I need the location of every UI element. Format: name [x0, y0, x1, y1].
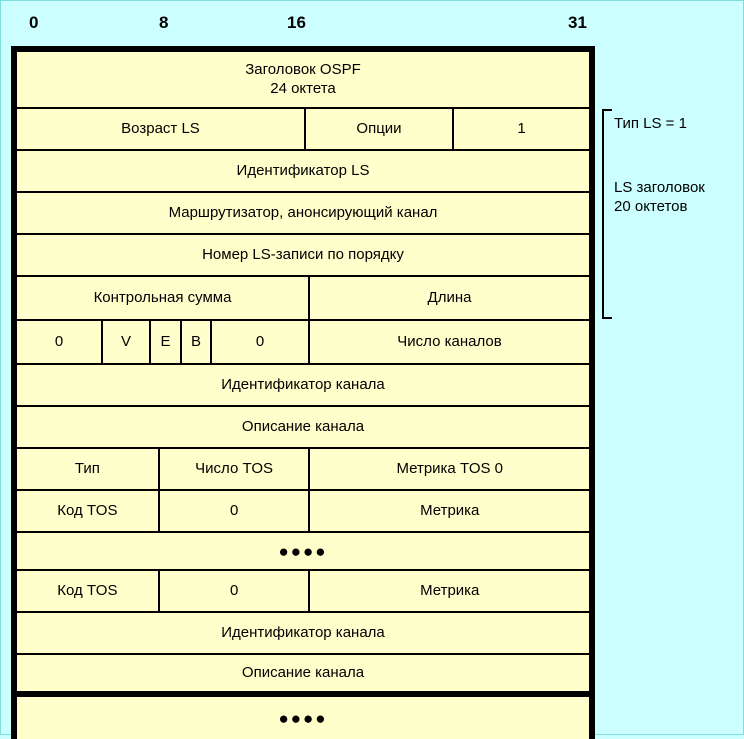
row-link-data-2: Описание канала	[17, 655, 589, 697]
field-metric-2: Метрика	[308, 571, 589, 611]
field-link-data-2: Описание канала	[17, 655, 589, 691]
field-reserved-low: 0	[210, 321, 308, 363]
field-flag-e: E	[149, 321, 180, 363]
field-flag-v: V	[101, 321, 149, 363]
field-link-data-1: Описание канала	[17, 407, 589, 447]
row-ellipsis-2: ●●●●	[17, 697, 589, 739]
row-link-id-2: Идентификатор канала	[17, 613, 589, 655]
ellipsis-icon-2: ●●●●	[17, 697, 589, 739]
row-link-data-1: Описание канала	[17, 407, 589, 449]
annotation-ls-type: Тип LS = 1	[614, 115, 687, 132]
row-ls-id: Идентификатор LS	[17, 151, 589, 193]
ellipsis-icon: ●●●●	[17, 533, 589, 569]
field-tos-pad-2: 0	[157, 571, 309, 611]
field-ls-id: Идентификатор LS	[17, 151, 589, 191]
field-metric-1: Метрика	[308, 491, 589, 531]
bit-ruler: 0 8 16 31	[11, 11, 595, 41]
row-checksum-length: Контрольная сумма Длина	[17, 277, 589, 321]
field-tos-count: Число TOS	[157, 449, 309, 489]
field-link-id-2: Идентификатор канала	[17, 613, 589, 653]
row-link-id-1: Идентификатор канала	[17, 365, 589, 407]
row-tos-code-metric-2: Код TOS 0 Метрика	[17, 571, 589, 613]
row-ls-sequence-number: Номер LS-записи по порядку	[17, 235, 589, 277]
field-advertising-router: Маршрутизатор, анонсирующий канал	[17, 193, 589, 233]
field-reserved-high: 0	[17, 321, 101, 363]
field-flag-b: B	[180, 321, 210, 363]
field-link-type: Тип	[17, 449, 158, 489]
row-ls-age-options-type: Возраст LS Опции 1	[17, 109, 589, 151]
field-tos-code-1: Код TOS	[17, 491, 158, 531]
annotation-ls-header: LS заголовок 20 октетов	[614, 179, 705, 215]
row-tos-code-metric-1: Код TOS 0 Метрика	[17, 491, 589, 533]
field-ls-type: 1	[452, 109, 589, 149]
bit-tick-16: 16	[287, 13, 306, 32]
field-link-id-1: Идентификатор канала	[17, 365, 589, 405]
bit-tick-8: 8	[159, 13, 169, 32]
bit-tick-31: 31	[568, 13, 587, 32]
packet-frame: Заголовок OSPF 24 октета Возраст LS Опци…	[11, 46, 595, 739]
field-metric-tos0: Метрика TOS 0	[308, 449, 589, 489]
field-ospf-header: Заголовок OSPF 24 октета	[17, 52, 589, 107]
field-options: Опции	[304, 109, 452, 149]
field-ls-age: Возраст LS	[17, 109, 304, 149]
field-tos-pad-1: 0	[157, 491, 309, 531]
bit-tick-0: 0	[29, 13, 39, 32]
row-flags-link-count: 0 V E B 0 Число каналов	[17, 321, 589, 365]
row-advertising-router: Маршрутизатор, анонсирующий канал	[17, 193, 589, 235]
row-ellipsis-1: ●●●●	[17, 533, 589, 571]
field-tos-code-2: Код TOS	[17, 571, 158, 611]
field-link-count: Число каналов	[308, 321, 589, 363]
row-ospf-header: Заголовок OSPF 24 октета	[17, 52, 589, 109]
field-ls-sequence-number: Номер LS-записи по порядку	[17, 235, 589, 275]
row-type-tos-metric: Тип Число TOS Метрика TOS 0	[17, 449, 589, 491]
field-checksum: Контрольная сумма	[17, 277, 308, 319]
field-length: Длина	[308, 277, 589, 319]
ls-header-bracket	[602, 109, 612, 319]
